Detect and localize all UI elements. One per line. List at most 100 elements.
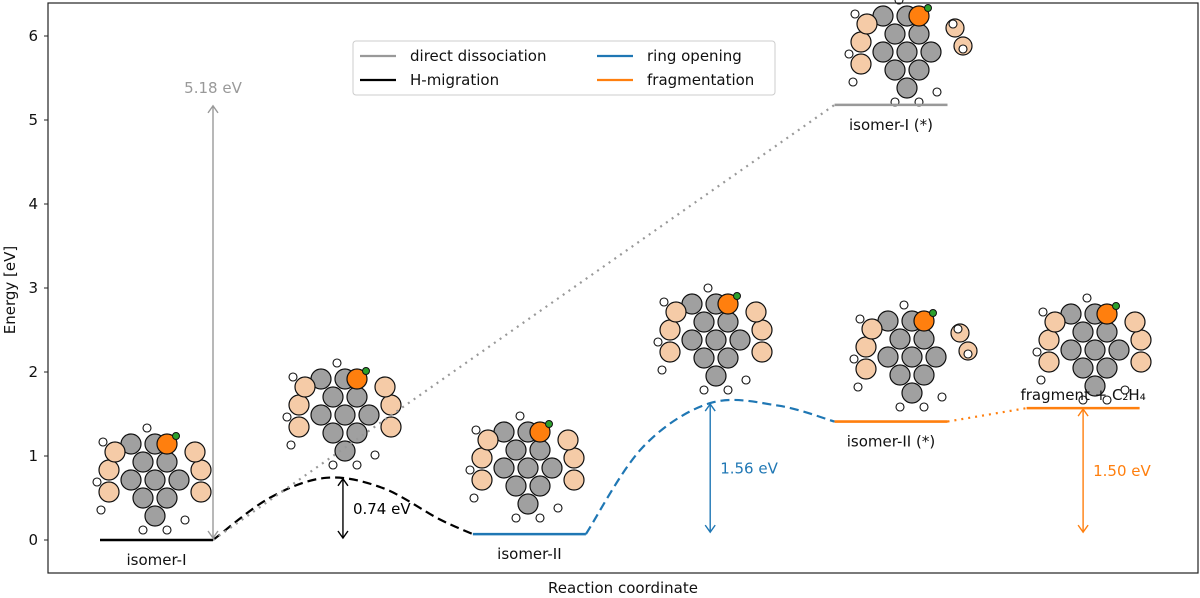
hydrogen-atom xyxy=(469,493,479,503)
carbon-atom xyxy=(1072,357,1094,379)
carbon-atom-tan xyxy=(477,429,499,451)
carbon-atom-tan xyxy=(751,319,773,341)
hydrogen-atom xyxy=(286,440,296,450)
hydrogen-atom xyxy=(919,402,929,412)
carbon-atom xyxy=(693,347,715,369)
carbon-atom-tan xyxy=(563,447,585,469)
carbon-atom xyxy=(517,493,539,515)
hydrogen-atom xyxy=(895,402,905,412)
hydrogen-atom xyxy=(515,411,525,421)
carbon-atom-tan xyxy=(659,341,681,363)
carbon-atom-tan xyxy=(374,376,396,398)
deuterium-atom xyxy=(929,309,937,317)
deuterium-carbon xyxy=(1096,303,1118,325)
carbon-atom xyxy=(346,422,368,444)
x-axis-label: Reaction coordinate xyxy=(548,579,698,597)
y-axis-label: Energy [eV] xyxy=(1,246,19,334)
molecule-icon xyxy=(92,423,212,535)
hydrogen-atom xyxy=(948,19,958,29)
path-ring-opening xyxy=(584,398,835,535)
carbon-atom xyxy=(358,404,380,426)
carbon-atom-tan xyxy=(380,394,402,416)
carbon-atom xyxy=(896,77,918,99)
hydrogen-atom xyxy=(653,337,663,347)
energy-label-0: 5.18 eV xyxy=(184,79,242,97)
hydrogen-atom xyxy=(180,515,190,525)
level-label-fragment: fragment + C₂H₄ xyxy=(1020,386,1145,404)
carbon-atom xyxy=(717,311,739,333)
energy-label-1: 0.74 eV xyxy=(353,500,411,518)
carbon-atom xyxy=(1084,375,1106,397)
path-H-migration xyxy=(212,476,474,541)
path-direct-dissociation xyxy=(212,103,836,541)
hydrogen-atom xyxy=(741,375,751,385)
carbon-atom xyxy=(896,41,918,63)
hydrogen-atom xyxy=(471,425,481,435)
carbon-atom xyxy=(144,505,166,527)
energy-arrow-1-head-bottom xyxy=(337,530,349,540)
hydrogen-atom xyxy=(98,437,108,447)
energy-arrow-1-head-top xyxy=(337,477,349,487)
carbon-atom-tan xyxy=(563,469,585,491)
carbon-atom-tan xyxy=(856,13,878,35)
carbon-atom xyxy=(913,328,935,350)
molecule-icon xyxy=(282,358,402,470)
energy-label-3: 1.50 eV xyxy=(1093,462,1151,480)
carbon-atom xyxy=(693,311,715,333)
energy-arrow-0-head-top xyxy=(207,104,219,114)
hydrogen-atom xyxy=(1032,347,1042,357)
y-tick-label: 5 xyxy=(28,111,38,129)
carbon-atom xyxy=(1084,339,1106,361)
carbon-atom-tan xyxy=(1038,351,1060,373)
molecule-icon xyxy=(844,0,973,107)
hydrogen-atom xyxy=(465,465,475,475)
carbon-atom-tan xyxy=(184,441,206,463)
carbon-atom-tan xyxy=(471,447,493,469)
carbon-atom xyxy=(144,469,166,491)
hydrogen-atom xyxy=(352,460,362,470)
molecule-icon xyxy=(849,300,978,412)
hydrogen-atom xyxy=(1036,375,1046,385)
energy-arrow-0-head-bottom xyxy=(207,530,219,540)
hydrogen-atom xyxy=(328,460,338,470)
carbon-atom-tan xyxy=(557,429,579,451)
hydrogen-atom xyxy=(282,412,292,422)
carbon-atom xyxy=(322,386,344,408)
carbon-atom xyxy=(529,475,551,497)
carbon-atom-tan xyxy=(1124,311,1146,333)
carbon-atom-tan xyxy=(1130,329,1152,351)
hydrogen-atom xyxy=(703,283,713,293)
hydrogen-atom xyxy=(849,354,859,364)
carbon-atom xyxy=(334,404,356,426)
hydrogen-atom xyxy=(1082,293,1092,303)
hydrogen-atom xyxy=(92,477,102,487)
hydrogen-atom xyxy=(850,9,860,19)
carbon-atom-tan xyxy=(1038,329,1060,351)
deuterium-carbon xyxy=(913,310,935,332)
level-label-isomer-II-star: isomer-II (*) xyxy=(847,433,935,451)
carbon-atom xyxy=(334,440,356,462)
carbon-atom xyxy=(901,346,923,368)
carbon-atom-tan xyxy=(745,301,767,323)
carbon-atom xyxy=(908,59,930,81)
deuterium-carbon xyxy=(346,368,368,390)
level-label-isomer-I: isomer-I xyxy=(126,551,186,569)
molecule-icon xyxy=(1032,293,1152,405)
carbon-atom-tan xyxy=(665,301,687,323)
carbon-atom-tan xyxy=(98,459,120,481)
carbon-atom xyxy=(310,404,332,426)
carbon-atom xyxy=(913,364,935,386)
hydrogen-atom xyxy=(937,392,947,402)
hydrogen-atom xyxy=(848,77,858,87)
carbon-atom xyxy=(901,382,923,404)
hydrogen-atom xyxy=(659,297,669,307)
carbon-atom xyxy=(1108,339,1130,361)
deuterium-atom xyxy=(924,4,932,12)
y-tick-label: 2 xyxy=(28,363,38,381)
carbon-atom xyxy=(920,41,942,63)
carbon-atom-tan xyxy=(190,481,212,503)
hydrogen-atom xyxy=(162,525,172,535)
hydrogen-atom xyxy=(138,525,148,535)
hydrogen-atom xyxy=(332,358,342,368)
hydrogen-atom xyxy=(1038,307,1048,317)
